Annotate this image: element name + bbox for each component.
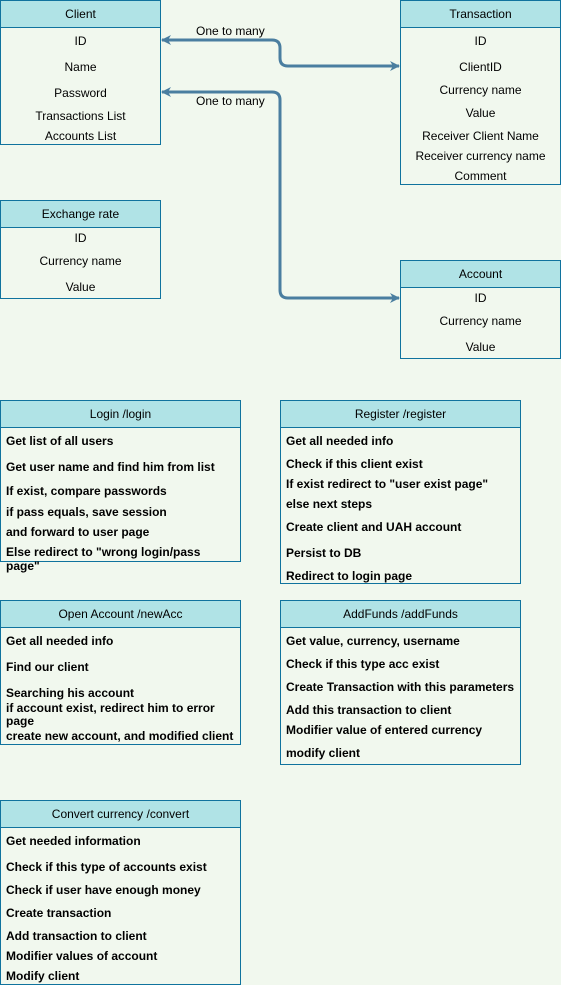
flow-step: Create Transaction with this parameters bbox=[286, 680, 515, 694]
account-entity: Account ID Currency name Value bbox=[400, 260, 561, 359]
entity-field: Value bbox=[65, 280, 96, 294]
open-account-flow: Open Account /newAcc Get all needed info… bbox=[0, 600, 241, 745]
flow-step: Create transaction bbox=[6, 906, 112, 920]
entity-field: Receiver Client Name bbox=[422, 129, 539, 143]
flow-step: Create client and UAH account bbox=[286, 520, 462, 534]
flow-step: if account exist, redirect him to error … bbox=[6, 701, 215, 728]
entity-field: Receiver currency name bbox=[415, 149, 546, 163]
flow-title: Open Account /newAcc bbox=[1, 601, 240, 628]
flow-step: Else redirect to "wrong login/pass page" bbox=[6, 545, 201, 573]
flow-step: Searching his account bbox=[6, 686, 135, 700]
entity-field: Currency name bbox=[39, 254, 122, 268]
entity-title: Client bbox=[1, 1, 160, 28]
flow-step: Get value, currency, username bbox=[286, 634, 460, 648]
add-funds-flow: AddFunds /addFunds Get value, currency, … bbox=[280, 600, 521, 765]
flow-step: If exist, compare passwords bbox=[6, 484, 167, 498]
flow-step: Add transaction to client bbox=[6, 929, 147, 943]
transaction-entity: Transaction ID ClientID Currency name Va… bbox=[400, 0, 561, 185]
entity-field: ID bbox=[474, 34, 487, 48]
client-transaction-connector bbox=[161, 35, 400, 71]
relation-label-transaction: One to many bbox=[196, 24, 265, 38]
flow-step: Modify client bbox=[6, 969, 80, 983]
flow-title: AddFunds /addFunds bbox=[281, 601, 520, 628]
flow-step: Persist to DB bbox=[286, 546, 362, 560]
flow-step: Add this transaction to client bbox=[286, 703, 452, 717]
flow-step: and forward to user page bbox=[6, 525, 150, 539]
entity-field: ID bbox=[474, 291, 487, 305]
entity-title: Exchange rate bbox=[1, 201, 160, 228]
entity-field: Comment bbox=[454, 169, 507, 183]
flow-step: Get needed information bbox=[6, 834, 141, 848]
flow-title: Register /register bbox=[281, 401, 520, 428]
flow-step: Get list of all users bbox=[6, 434, 114, 448]
entity-title: Transaction bbox=[401, 1, 560, 28]
login-flow: Login /login Get list of all users Get u… bbox=[0, 400, 241, 573]
entity-field: Value bbox=[465, 340, 496, 354]
flow-step: Get all needed info bbox=[286, 434, 394, 448]
entity-field: ClientID bbox=[459, 60, 502, 74]
flow-step: Modifier value of entered currency bbox=[286, 723, 483, 737]
flow-step: modify client bbox=[286, 746, 361, 760]
flow-step: Redirect to login page bbox=[286, 569, 413, 583]
convert-currency-flow: Convert currency /convert Get needed inf… bbox=[0, 800, 241, 985]
flow-step: Check if this type acc exist bbox=[286, 657, 440, 671]
flow-title: Convert currency /convert bbox=[1, 801, 240, 828]
entity-title: Account bbox=[401, 261, 560, 288]
flow-step: Check if user have enough money bbox=[6, 883, 201, 897]
entity-field: Currency name bbox=[439, 83, 522, 97]
register-flow: Register /register Get all needed info C… bbox=[280, 400, 521, 584]
client-account-connector bbox=[161, 87, 400, 303]
relation-label-account: One to many bbox=[196, 94, 265, 108]
flow-step: Check if this client exist bbox=[286, 457, 423, 471]
entity-field: ID bbox=[74, 231, 87, 245]
entity-field: Name bbox=[64, 60, 97, 74]
flow-step: Find our client bbox=[6, 660, 89, 674]
entity-field: Password bbox=[54, 86, 107, 100]
flow-step: Check if this type of accounts exist bbox=[6, 860, 207, 874]
entity-field: Currency name bbox=[439, 314, 522, 328]
entity-field: Value bbox=[465, 106, 496, 120]
entity-field: Accounts List bbox=[44, 129, 117, 143]
flow-title: Login /login bbox=[1, 401, 240, 428]
flow-step: if pass equals, save session bbox=[6, 505, 167, 519]
flow-step: create new account, and modified client bbox=[6, 729, 234, 743]
flow-step: Modifier values of account bbox=[6, 949, 158, 963]
flow-step: Get user name and find him from list bbox=[6, 460, 215, 474]
client-entity: Client ID Name Password Transactions Lis… bbox=[0, 0, 161, 145]
entity-field: ID bbox=[74, 34, 87, 48]
flow-step: else next steps bbox=[286, 497, 373, 511]
exchange-rate-entity: Exchange rate ID Currency name Value bbox=[0, 200, 161, 299]
flow-step: Get all needed info bbox=[6, 634, 114, 648]
entity-field: Transactions List bbox=[35, 109, 126, 123]
flow-step: If exist redirect to "user exist page" bbox=[286, 477, 489, 491]
